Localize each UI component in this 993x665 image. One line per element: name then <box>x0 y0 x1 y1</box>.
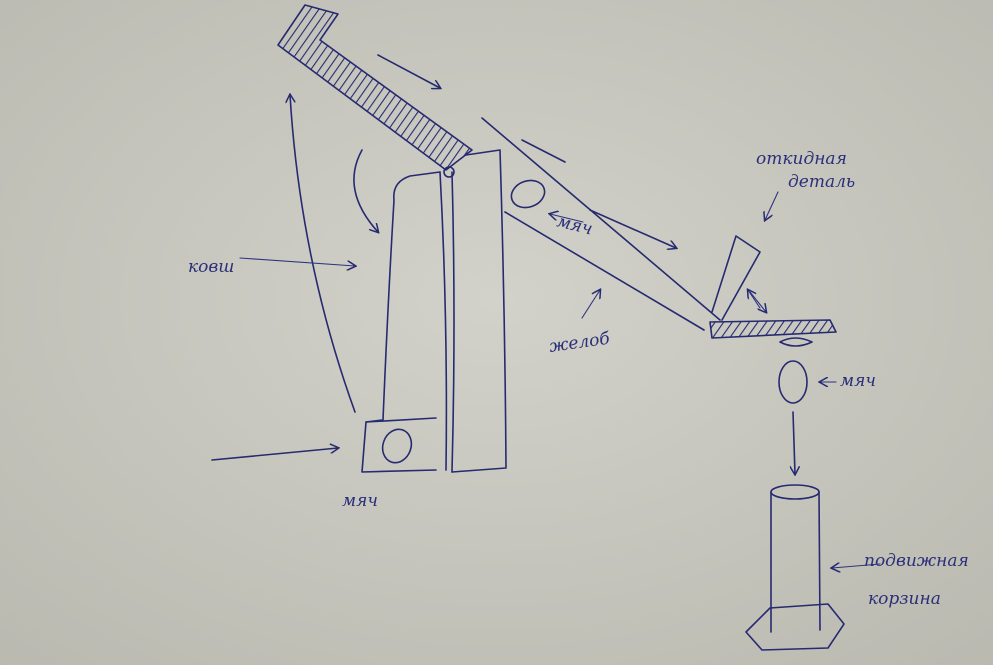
label-ball-falling: мяч <box>840 371 876 391</box>
label-ball-bottom: мяч <box>342 491 378 511</box>
label-bucket: ковш <box>188 257 234 277</box>
label-flap-line1: откидная <box>756 149 847 169</box>
label-flap-line2: деталь <box>788 172 855 192</box>
label-basket-line1: подвижная <box>864 551 969 571</box>
label-basket-line2: корзина <box>868 589 941 609</box>
